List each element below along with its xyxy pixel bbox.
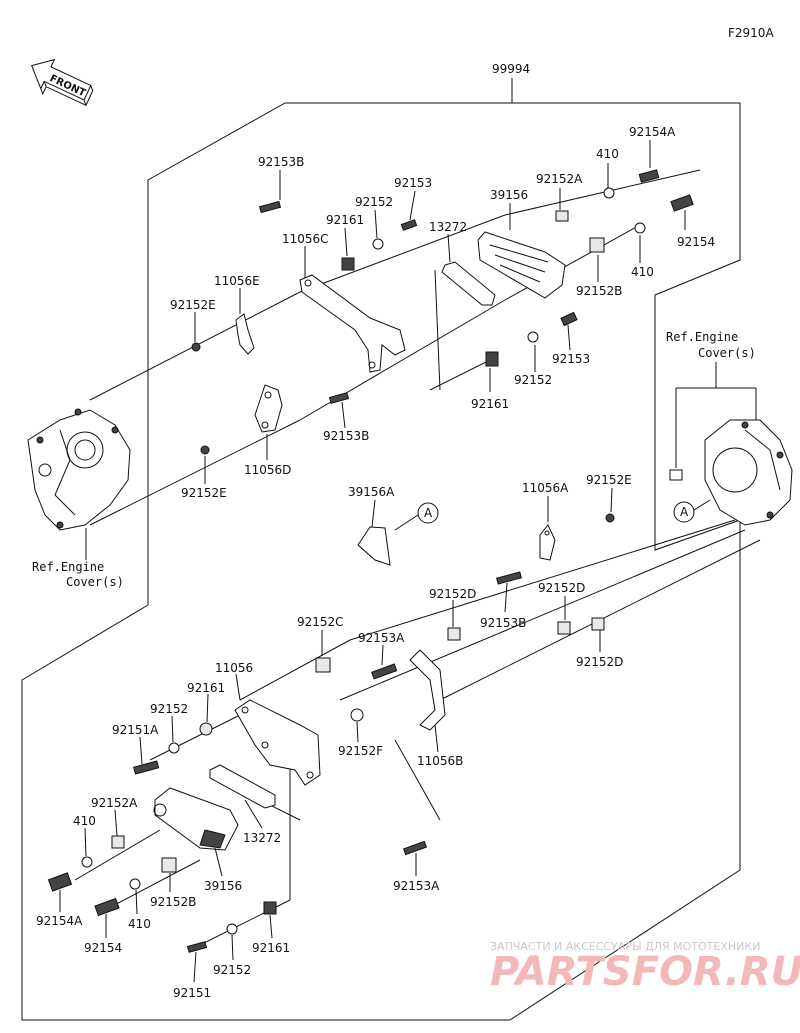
part-label: 92152F: [338, 744, 383, 758]
bracket-11056D: [254, 384, 283, 433]
ref-engine-cover-right-line2: Cover(s): [698, 346, 756, 360]
part-label: 92153B: [480, 616, 526, 630]
lower-fasteners: [47, 708, 428, 953]
front-arrow-icon: FRONT: [30, 58, 94, 107]
bracket-11056A: [539, 524, 556, 561]
part-label: 92153A: [393, 879, 440, 893]
part-label: 11056B: [417, 754, 463, 768]
watermark-tagline: ЗАПЧАСТИ И АКСЕССУАРЫ ДЛЯ МОТОТЕХНИКИ: [490, 940, 760, 953]
svg-text:A: A: [424, 506, 433, 520]
part-label: 13272: [243, 831, 281, 845]
watermark-logo: PARTSFOR.RU: [490, 949, 800, 995]
part-label: 92152E: [170, 298, 216, 312]
part-label: 92152A: [536, 172, 583, 186]
part-label: 92152: [355, 195, 393, 209]
lower-plate-13272: [209, 764, 276, 809]
marker-a-left: A: [394, 502, 439, 531]
part-label: 13272: [429, 220, 467, 234]
part-label: 92152: [213, 963, 251, 977]
part-label: 92154A: [629, 125, 676, 139]
part-label: 39156A: [348, 485, 395, 499]
part-label: 92153: [394, 176, 432, 190]
middle-fasteners: [315, 513, 615, 680]
part-label: 92154: [84, 941, 122, 955]
part-label: 92152: [514, 373, 552, 387]
part-label: 410: [73, 814, 96, 828]
part-label: 92152A: [91, 796, 138, 810]
lower-frame-slider: [153, 787, 239, 851]
part-label: 92161: [252, 941, 290, 955]
part-label: 92152B: [150, 895, 196, 909]
part-label: 11056E: [214, 274, 260, 288]
part-label: 92152D: [576, 655, 623, 669]
ref-engine-cover-left-line1: Ref.Engine: [32, 560, 104, 574]
part-label: 92154A: [36, 914, 83, 928]
part-label: 92161: [326, 213, 364, 227]
part-label: 92153A: [358, 631, 405, 645]
part-label: 92152D: [429, 587, 476, 601]
marker-a-right: A: [673, 499, 711, 523]
upper-fasteners: [191, 169, 694, 455]
sticker-39156A: [357, 526, 391, 566]
part-label: 410: [128, 917, 151, 931]
upper-frame-slider: [441, 231, 566, 306]
part-label: 92161: [187, 681, 225, 695]
part-label: 11056C: [282, 232, 329, 246]
part-label: 11056D: [244, 463, 291, 477]
lower-bracket-11056B: [409, 649, 446, 731]
part-label: 92152: [150, 702, 188, 716]
part-label: 92161: [471, 397, 509, 411]
part-label: 92152B: [576, 284, 622, 298]
left-engine-cover: [27, 408, 131, 531]
ref-engine-cover-left-line2: Cover(s): [66, 575, 124, 589]
part-label: 92152E: [586, 473, 632, 487]
right-engine-cover: [669, 419, 793, 526]
lower-bracket-11056: [234, 699, 321, 786]
upper-bracket-11056C: [299, 274, 406, 373]
part-label: 39156: [204, 879, 242, 893]
upper-bracket-11056E: [235, 313, 255, 355]
assembly-lines: [74, 169, 761, 951]
kit-number-label: 99994: [492, 62, 530, 76]
part-label: 92151: [173, 986, 211, 1000]
svg-text:A: A: [680, 505, 689, 519]
part-label: 92151A: [112, 723, 159, 737]
part-label: 92153B: [323, 429, 369, 443]
part-label: 11056: [215, 661, 253, 675]
part-label: 92152C: [297, 615, 344, 629]
part-label: 410: [596, 147, 619, 161]
part-label: 410: [631, 265, 654, 279]
part-label: 11056A: [522, 481, 569, 495]
part-label: 92154: [677, 235, 715, 249]
ref-engine-cover-right-line1: Ref.Engine: [666, 330, 738, 344]
diagram-code: F2910A: [728, 26, 774, 40]
part-label: 39156: [490, 188, 528, 202]
part-label: 92152E: [181, 486, 227, 500]
part-label: 92153: [552, 352, 590, 366]
leader-lines: [59, 78, 757, 983]
part-label: 92153B: [258, 155, 304, 169]
part-label: 92152D: [538, 581, 585, 595]
